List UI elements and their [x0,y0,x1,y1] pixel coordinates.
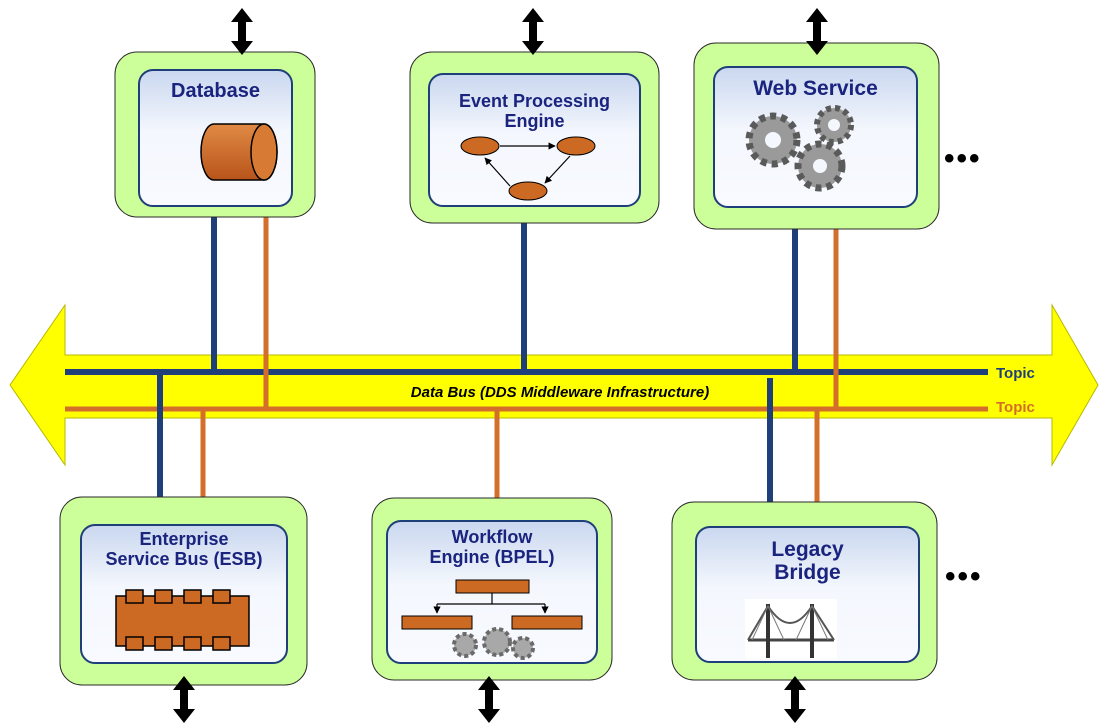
database-label: Database [171,80,260,102]
database-io-arrow [231,8,253,55]
web-service-label: Web Service [753,77,878,100]
legacy-io-arrow [784,676,806,723]
legacy-bridge-label-line1: Legacy [771,538,844,561]
workflow-label-line2: Engine (BPEL) [429,546,555,567]
event-processing-component [409,51,660,224]
esb-label-line1: Enterprise [139,529,229,549]
legacy-bridge-label-line2: Bridge [774,561,841,585]
legacy-bridge-label: Legacy Bridge [696,538,919,584]
event-processing-label: Event Processing Engine [429,91,640,132]
state-graph-icon [460,136,596,201]
web-service-io-arrow [806,8,828,55]
esb-label: Enterprise Service Bus (ESB) [81,529,287,570]
event-processing-label-line1: Event Processing [458,91,611,111]
workflow-label-line1: Workflow [451,527,533,547]
database-cylinder-icon [200,123,278,181]
workflow-component [371,497,613,681]
event-processing-label-line2: Engine [504,110,565,131]
orange-topic-label: Topic [996,399,1035,416]
blue-topic-label: Topic [996,365,1035,382]
event-processing-io-arrow [522,8,544,55]
more-components-top-ellipsis: ••• [944,142,982,175]
data-bus-arrow [9,303,1099,467]
esb-io-arrow [173,676,195,723]
workflow-tree-icon [401,579,583,660]
workflow-io-arrow [478,676,500,723]
database-component [114,51,316,218]
data-bus-title: Data Bus (DDS Middleware Infrastructure) [410,384,710,401]
web-service-component [693,42,940,230]
gears-icon [745,105,854,192]
more-components-bottom-ellipsis: ••• [945,560,983,593]
bus-connector-icon [115,589,250,651]
bridge-icon [745,599,837,659]
legacy-bridge-component [671,501,938,681]
esb-label-line2: Service Bus (ESB) [105,548,263,569]
esb-component [59,496,308,686]
workflow-label: Workflow Engine (BPEL) [387,527,597,568]
